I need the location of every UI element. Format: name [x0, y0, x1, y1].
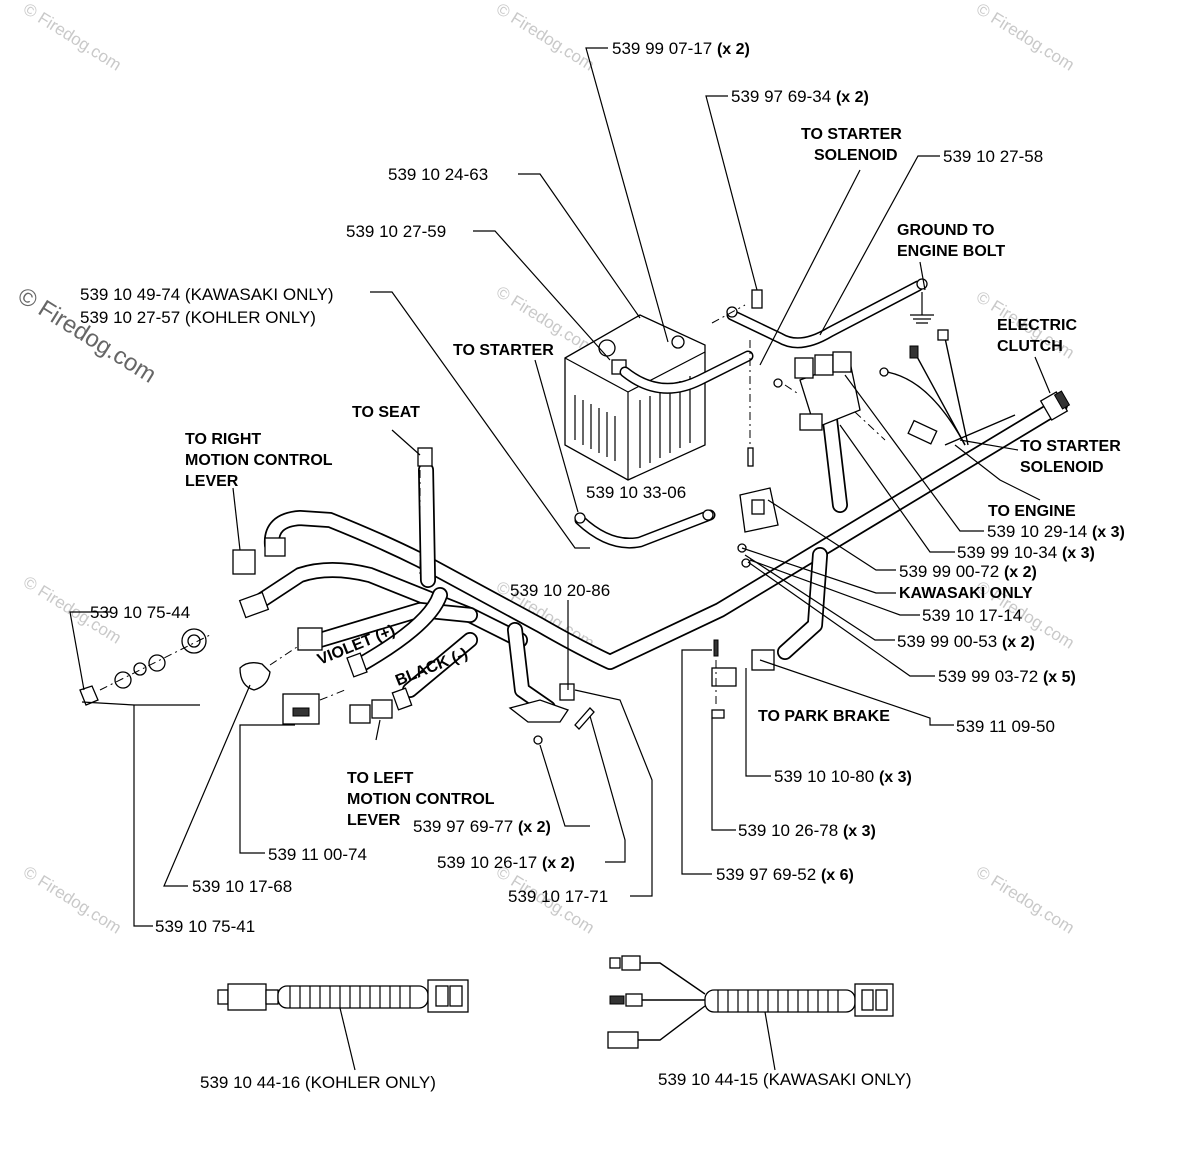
solenoid-parts [737, 447, 779, 568]
watermark-layer: © Firedog.com © Firedog.com © Firedog.co… [13, 0, 1078, 938]
callout-c9: 539 10 29-14 (x 3) [987, 522, 1125, 541]
note-kawasaki-only: KAWASAKI ONLY [899, 585, 1033, 602]
note-to-engine: TO ENGINE [988, 503, 1076, 520]
callout-c13: 539 99 00-53 (x 2) [897, 632, 1035, 651]
callout-c19: 539 10 20-86 [510, 581, 610, 600]
note-to-park-brake: TO PARK BRAKE [758, 708, 890, 725]
callout-c1: 539 99 07-17 (x 2) [612, 39, 750, 58]
callout-c4: 539 10 27-58 [943, 147, 1043, 166]
callout-c2: 539 97 69-34 (x 2) [731, 87, 869, 106]
callout-c17: 539 10 26-78 (x 3) [738, 821, 876, 840]
left-connectors [79, 447, 433, 725]
callout-c12: 539 10 17-14 [922, 606, 1022, 625]
relay-block [773, 292, 1016, 446]
callout-c14: 539 99 03-72 (x 5) [938, 667, 1076, 686]
callout-c21: 539 97 69-77 (x 2) [413, 817, 551, 836]
watermark-tile: © Firedog.com [20, 862, 125, 937]
watermark-tile: © Firedog.com [973, 0, 1078, 75]
battery-cables [574, 278, 928, 549]
callout-c7: 539 10 27-57 (KOHLER ONLY) [80, 308, 316, 327]
watermark-tile: © Firedog.com [493, 0, 598, 75]
leader-lines [69, 47, 1051, 1071]
callout-c3: 539 10 24-63 [388, 165, 488, 184]
callout-c11: 539 99 00-72 (x 2) [899, 562, 1037, 581]
callout-c22: 539 10 26-17 (x 2) [437, 853, 575, 872]
note-to-starter: TO STARTER [453, 342, 554, 359]
park-brake-parts [711, 639, 775, 719]
bracket-parts [508, 683, 595, 745]
harness-kohler [217, 979, 469, 1013]
callout-c26: 539 10 75-41 [155, 917, 255, 936]
harness-kawasaki [607, 955, 894, 1049]
battery [564, 314, 706, 481]
callout-c23: 539 10 17-71 [508, 887, 608, 906]
callout-c27: 539 10 44-16 (KOHLER ONLY) [200, 1073, 436, 1092]
callout-c10: 539 99 10-34 (x 3) [957, 543, 1095, 562]
callout-c18: 539 97 69-52 (x 6) [716, 865, 854, 884]
callout-c16: 539 10 10-80 (x 3) [774, 767, 912, 786]
callout-c25: 539 10 17-68 [192, 877, 292, 896]
callout-c5: 539 10 27-59 [346, 222, 446, 241]
callout-c28: 539 10 44-15 (KAWASAKI ONLY) [658, 1070, 912, 1089]
watermark-tile: © Firedog.com [973, 862, 1078, 937]
note-black: BLACK (-) [393, 645, 470, 689]
callout-labels: 539 99 07-17 (x 2) 539 97 69-34 (x 2) 53… [80, 39, 1125, 1092]
watermark-tile: © Firedog.com [20, 0, 125, 75]
callout-c20: 539 10 75-44 [90, 603, 190, 622]
callout-c6: 539 10 49-74 (KAWASAKI ONLY) [80, 285, 334, 304]
callout-c24: 539 11 00-74 [268, 845, 367, 864]
callout-c15: 539 11 09-50 [956, 717, 1055, 736]
note-to-seat: TO SEAT [352, 404, 420, 421]
callout-c8: 539 10 33-06 [586, 483, 686, 502]
